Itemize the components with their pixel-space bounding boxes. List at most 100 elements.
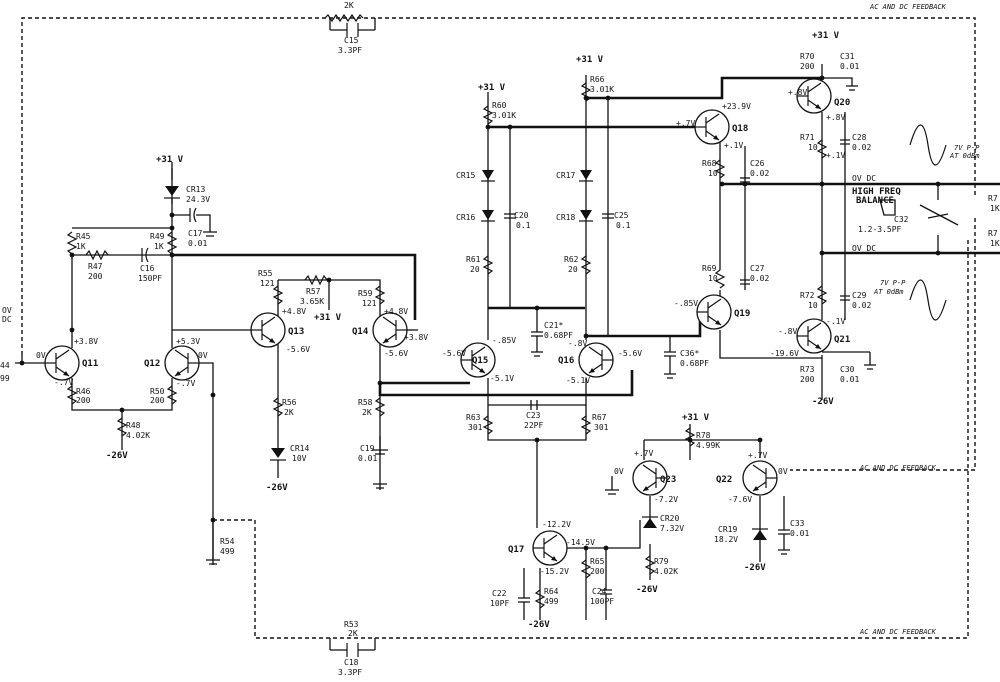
cr13-zener-icon [164, 168, 180, 204]
junction-dots [19, 75, 941, 551]
r71-value: 10 [808, 143, 818, 152]
q16-collector-v: -.8V [568, 339, 587, 348]
r49-label: R49 [150, 232, 165, 241]
q23-label: Q23 [660, 475, 676, 485]
q14-transistor [372, 312, 408, 348]
r58-value: 2K [362, 408, 372, 417]
c24-label: C24 [592, 587, 607, 596]
r7a-value: 1K [990, 204, 1000, 213]
r57-value: 3.65K [300, 297, 324, 306]
q18-transistor [694, 109, 730, 145]
r71-label: R71 [800, 133, 815, 142]
q11-label: Q11 [82, 359, 98, 369]
ov-dc-top: OV DC [852, 174, 876, 183]
cr15-label: CR15 [456, 171, 475, 180]
c27-value: 0.02 [750, 274, 769, 283]
r48-label: R48 [126, 421, 141, 430]
c32-label: C32 [894, 215, 909, 224]
r64-value: 499 [544, 597, 559, 606]
c27-label: C27 [750, 264, 765, 273]
q14-label: Q14 [352, 327, 369, 337]
r62-label: R62 [564, 255, 579, 264]
c30-value: 0.01 [840, 375, 859, 384]
r7a-label: R7 [988, 194, 998, 203]
r45-label: R45 [76, 232, 91, 241]
q13-label: Q13 [288, 327, 304, 337]
feedback-label-bottom: AC AND DC FEEDBACK [859, 628, 937, 636]
c28-value: 0.02 [852, 143, 871, 152]
c18-label: C18 [344, 658, 359, 667]
input-wiring [15, 162, 220, 565]
c22-label: C22 [492, 589, 507, 598]
cr13-value: 24.3V [186, 195, 210, 204]
q23-collector-v: +.7V [634, 449, 653, 458]
q17-collector-v: -12.2V [542, 520, 571, 529]
r55-value: 121 [260, 279, 275, 288]
r73-value: 200 [800, 375, 815, 384]
c29-value: 0.02 [852, 301, 871, 310]
stage2-wiring [172, 253, 634, 490]
c20-value: 0.1 [516, 221, 531, 230]
supply-m26-c: -26V [812, 397, 834, 407]
q14-base-v: +3.8V [404, 333, 428, 342]
rtop-value: 2K [344, 1, 354, 10]
r69-label: R69 [702, 264, 717, 273]
feedback-frame [21, 13, 976, 657]
q21-emitter-v: -.1V [826, 317, 845, 326]
q17-transistor [532, 530, 568, 566]
c36-label: C36* [680, 349, 699, 358]
cr17-label: CR17 [556, 171, 575, 180]
r66-label: R66 [590, 75, 605, 84]
cr18-label: CR18 [556, 213, 575, 222]
r69-value: 10 [708, 274, 718, 283]
c15-value: 3.3PF [338, 46, 362, 55]
hf-balance-line2: BALANCE [856, 196, 894, 206]
r47-label: R47 [88, 262, 103, 271]
r48-value: 4.02K [126, 431, 150, 440]
q16-transistor [578, 342, 614, 378]
q13-collector-v: -5.6V [286, 345, 310, 354]
r50-label: R50 [150, 387, 165, 396]
supply-31v-b: +31 V [314, 313, 342, 323]
c31-label: C31 [840, 52, 855, 61]
r67-label: R67 [592, 413, 607, 422]
q11-base-v: 0V [36, 351, 46, 360]
supply-m26-a: -26V [106, 451, 128, 461]
c17-value: 0.01 [188, 239, 207, 248]
c26-value: 0.02 [750, 169, 769, 178]
cr14-value: 10V [292, 454, 307, 463]
q15-label: Q15 [472, 356, 488, 366]
q11-transistor [44, 345, 80, 381]
q19-transistor [696, 294, 732, 330]
c17-label: C17 [188, 229, 203, 238]
cr14-zener-icon [270, 448, 286, 478]
c31-value: 0.01 [840, 62, 859, 71]
r78-label: R78 [696, 431, 711, 440]
q18-label: Q18 [732, 124, 748, 134]
c18-value: 3.3PF [338, 668, 362, 677]
r60-label: R60 [492, 101, 507, 110]
r63-label: R63 [466, 413, 481, 422]
q22-emitter-v: -7.6V [728, 495, 752, 504]
q12-label: Q12 [144, 359, 160, 369]
q16-label: Q16 [558, 356, 574, 366]
r56-label: R56 [282, 398, 297, 407]
q20-label: Q20 [834, 98, 850, 108]
supply-31v-a: +31 V [156, 155, 184, 165]
q16-base-v: -5.6V [618, 349, 642, 358]
r59-value: 121 [362, 299, 377, 308]
c28-label: C28 [852, 133, 867, 142]
q22-collector-v: +.7V [748, 451, 767, 460]
r64-label: R64 [544, 587, 559, 596]
q15-base-v: -5.6V [442, 349, 466, 358]
q18-emitter-v: +.1V [724, 141, 743, 150]
r68-label: R68 [702, 159, 717, 168]
r57-label: R57 [306, 287, 321, 296]
q14-emitter-v: +4.8V [384, 307, 408, 316]
feedback-label-mid: AC AND DC FEEDBACK [859, 464, 937, 472]
pp-top-line1: 7V P-P [954, 144, 980, 152]
q14-collector-v: -5.6V [384, 349, 408, 358]
r7b-label: R7 [988, 229, 998, 238]
q19-base-v: -.85V [674, 299, 698, 308]
c33-value: 0.01 [790, 529, 809, 538]
